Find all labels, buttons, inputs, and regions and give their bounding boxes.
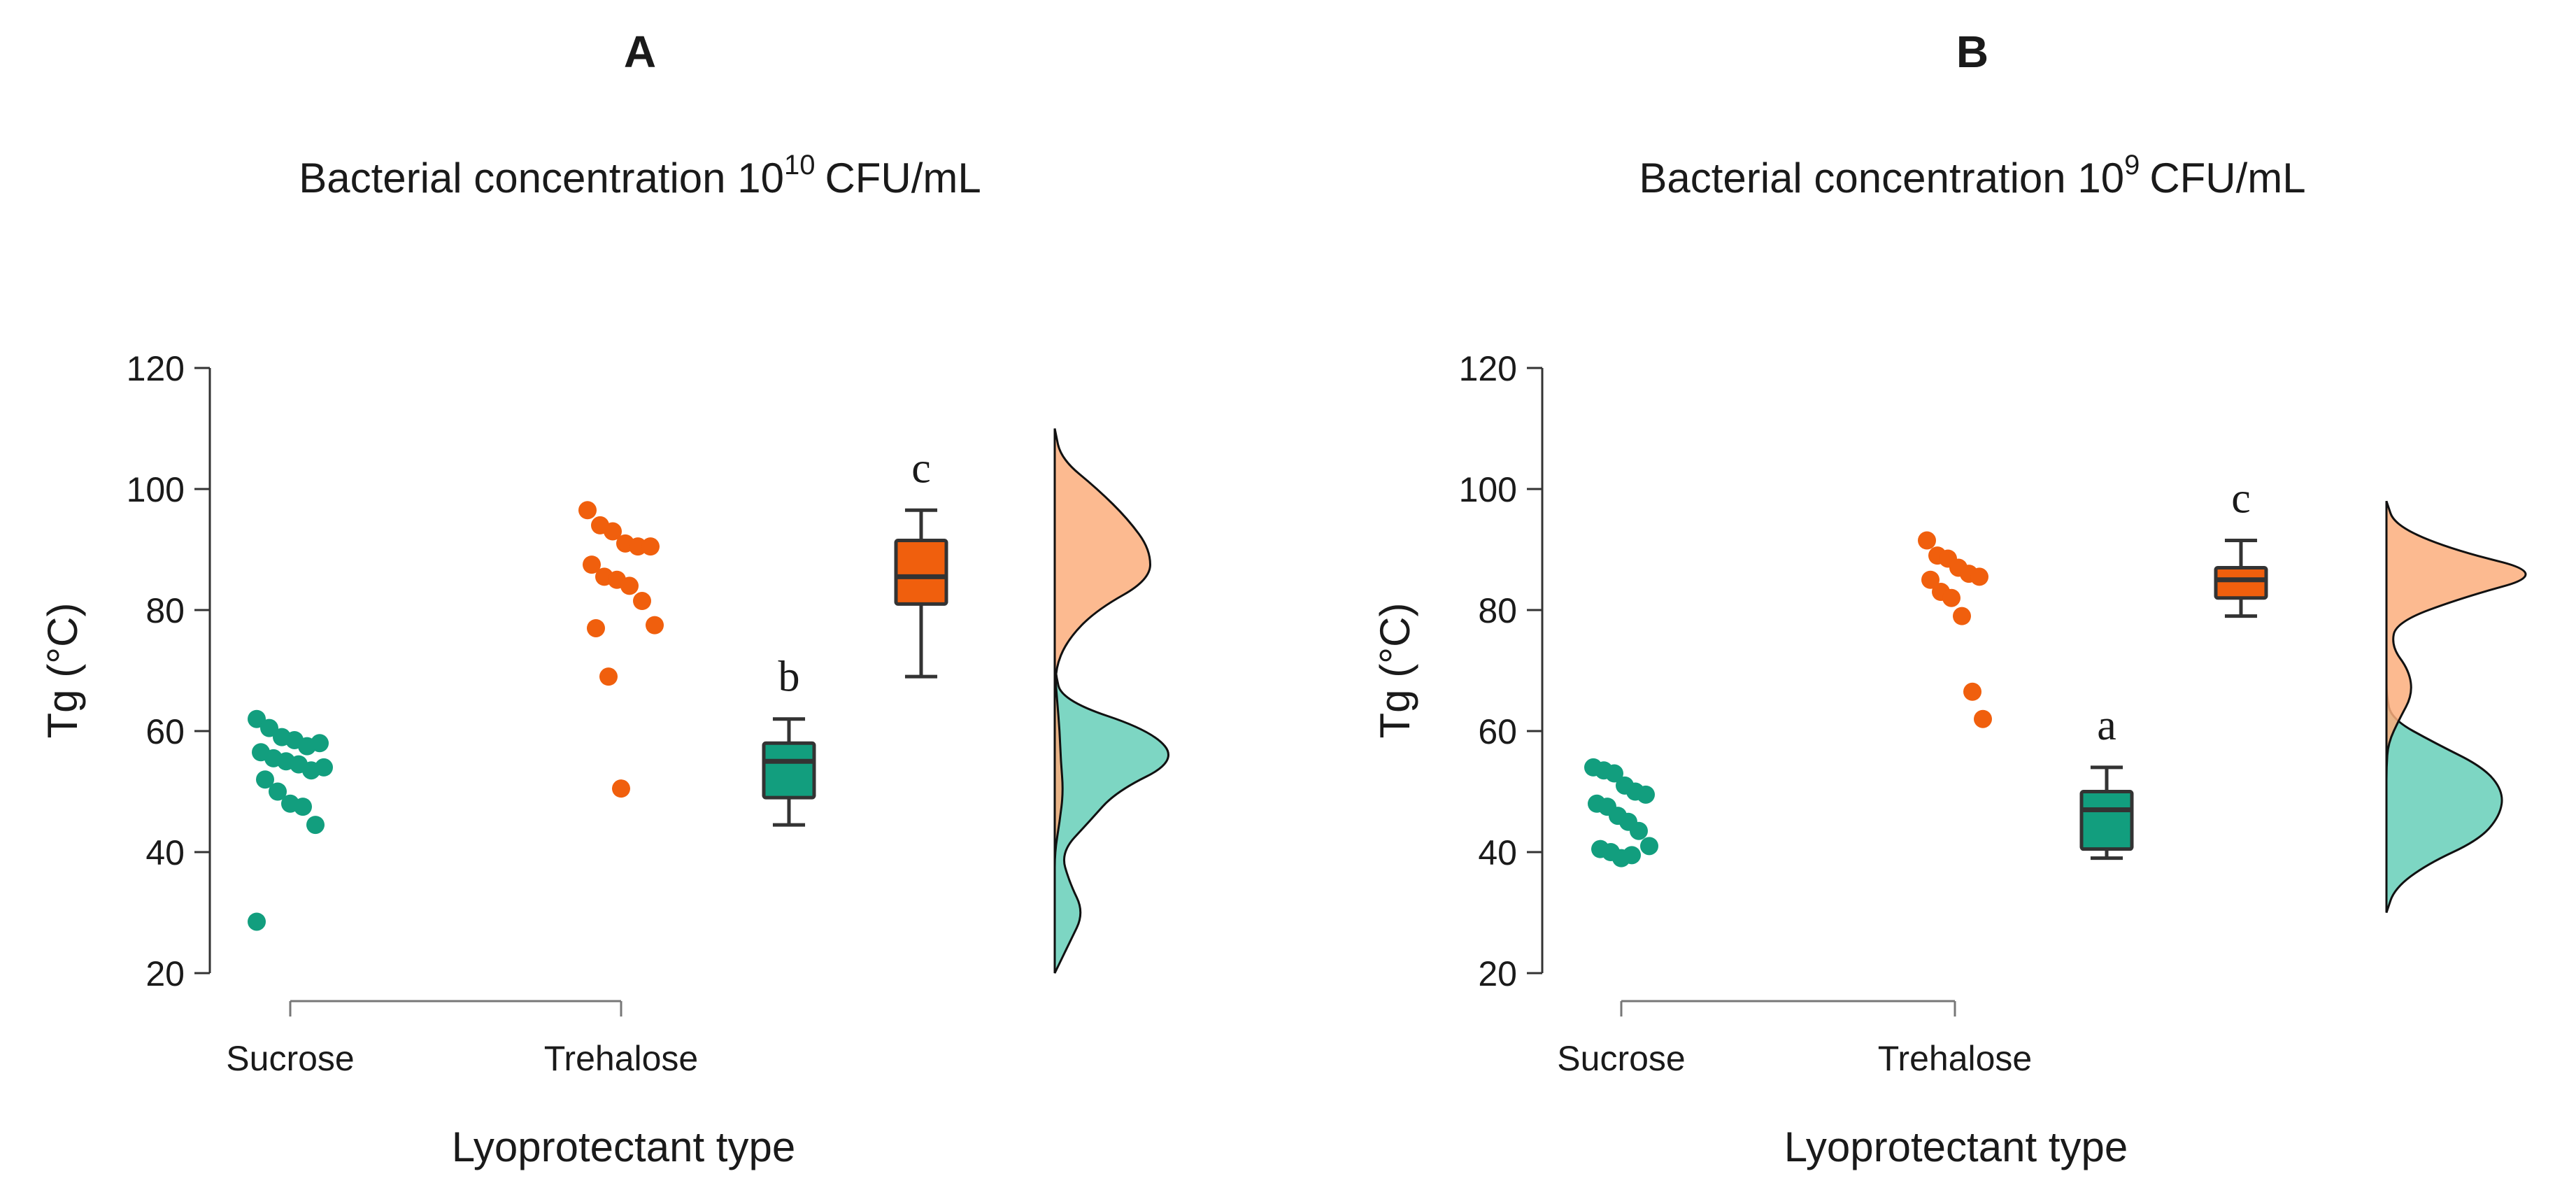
y-tick-label: 80	[145, 591, 185, 630]
data-point-sucrose	[1623, 846, 1641, 865]
x-axis-label: Lyoprotectant type	[1784, 1124, 2128, 1170]
data-point-sucrose	[256, 770, 274, 789]
y-tick-label: 20	[145, 954, 185, 993]
chart-title: Bacterial concentration 1010 CFU/mL	[299, 150, 981, 201]
panel-letter: A	[624, 27, 656, 77]
data-point-trehalose	[1970, 567, 1988, 586]
y-axis-label: Tg (°C)	[39, 603, 86, 739]
y-axis-label: Tg (°C)	[1372, 603, 1418, 739]
data-point-sucrose	[269, 782, 287, 801]
data-point-sucrose	[1605, 764, 1623, 783]
y-tick-label: 80	[1478, 591, 1517, 630]
panel-a: A Bacterial concentration 1010 CFU/mL 20 40 6…	[39, 27, 1169, 1170]
significance-letter: c	[911, 444, 931, 492]
data-point-trehalose	[612, 779, 630, 798]
chart-title: Bacterial concentration 109 CFU/mL	[1639, 150, 2305, 201]
data-point-trehalose	[1953, 607, 1971, 625]
box-sucrose	[762, 741, 816, 800]
data-point-sucrose	[1630, 821, 1648, 840]
x-tick-label: Trehalose	[544, 1039, 698, 1078]
significance-letter: a	[2097, 702, 2116, 749]
x-tick-label: Trehalose	[1878, 1039, 2032, 1078]
chart-title-superscript: 9	[2124, 150, 2140, 180]
y-tick-label: 120	[1459, 349, 1517, 388]
data-point-trehalose	[641, 537, 660, 556]
data-point-trehalose	[646, 616, 664, 635]
x-axis-label: Lyoprotectant type	[452, 1124, 795, 1170]
significance-letter: b	[778, 653, 800, 701]
data-point-trehalose	[1974, 709, 1992, 728]
box-trehalose	[894, 539, 948, 606]
y-tick-label: 60	[1478, 712, 1517, 751]
data-point-trehalose	[583, 555, 601, 574]
panel-b: B Bacterial concentration 109 CFU/mL 20 40 60…	[1372, 27, 2527, 1170]
data-point-trehalose	[578, 501, 597, 520]
data-point-trehalose	[633, 592, 651, 611]
data-point-trehalose	[599, 667, 618, 686]
y-tick-label: 100	[127, 470, 185, 509]
data-point-trehalose	[620, 576, 639, 595]
significance-letter: c	[2231, 475, 2251, 523]
y-tick-label: 20	[1478, 954, 1517, 993]
y-tick-label: 100	[1459, 470, 1517, 509]
y-tick-label: 40	[145, 833, 185, 872]
data-point-trehalose	[1918, 531, 1936, 550]
chart-title-base: Bacterial concentration 10	[299, 155, 784, 201]
data-point-trehalose	[604, 522, 622, 541]
data-point-sucrose	[294, 798, 312, 816]
box-trehalose	[2214, 565, 2268, 600]
x-tick-label: Sucrose	[1557, 1039, 1685, 1078]
density-trehalose	[1053, 428, 1152, 973]
data-point-sucrose	[248, 912, 266, 931]
y-tick-label: 60	[145, 712, 185, 751]
data-point-sucrose	[1637, 785, 1655, 804]
y-tick-label: 120	[127, 349, 185, 388]
data-point-sucrose	[315, 758, 333, 777]
data-point-sucrose	[311, 734, 329, 753]
data-point-sucrose	[260, 718, 278, 737]
panel-letter: B	[1956, 27, 1988, 77]
chart-title-superscript: 10	[784, 150, 816, 180]
data-point-sucrose	[1640, 837, 1658, 856]
chart-title-unit: CFU/mL	[825, 155, 981, 201]
data-point-trehalose	[1942, 588, 1961, 607]
data-point-sucrose	[248, 709, 266, 728]
chart-title-base: Bacterial concentration 10	[1639, 155, 2124, 201]
chart-title-unit: CFU/mL	[2149, 155, 2305, 201]
data-point-trehalose	[629, 537, 647, 556]
data-point-trehalose	[1921, 570, 1940, 589]
density-trehalose	[2385, 500, 2527, 913]
data-point-trehalose	[587, 618, 605, 637]
data-point-sucrose	[306, 816, 325, 835]
data-point-trehalose	[1963, 682, 1981, 701]
box-sucrose	[2079, 790, 2134, 851]
y-tick-label: 40	[1478, 833, 1517, 872]
x-tick-label: Sucrose	[226, 1039, 354, 1078]
